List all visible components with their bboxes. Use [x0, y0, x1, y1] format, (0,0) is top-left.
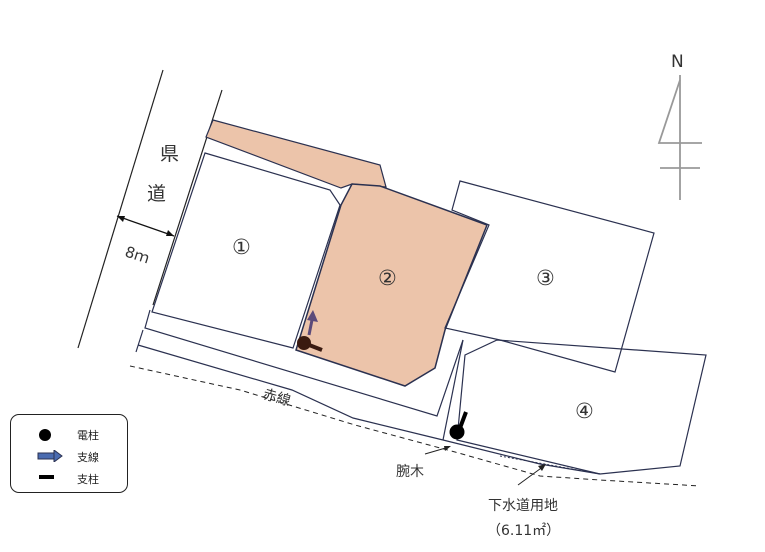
lot-1-parcel — [151, 152, 341, 349]
utility-pole-icon — [39, 429, 51, 441]
lot-3-label: ③ — [536, 266, 555, 290]
road-width-label: 8ｍ — [123, 243, 152, 268]
support-post-icon — [39, 475, 54, 479]
north-label: N — [671, 52, 684, 72]
road-edge-west — [77, 69, 164, 349]
sewer-land-label: 下水道用地 — [488, 498, 558, 514]
legend-label: 電柱 — [77, 429, 99, 442]
road-label-1: 県 — [160, 143, 179, 165]
red-line-label: 赤線 — [261, 386, 292, 409]
utility-pole-lot-2 — [297, 310, 323, 352]
dimension-arrow-left — [117, 216, 125, 222]
sewer-area-label: （6.11㎡） — [487, 523, 560, 539]
strip-boundary-2 — [137, 344, 444, 441]
strip-boundary-4 — [442, 339, 464, 441]
strip-boundary-3 — [135, 329, 144, 353]
legend-label: 支線 — [77, 451, 99, 464]
sewer-land-leader — [517, 465, 545, 486]
legend-item-support-post: 支柱 — [11, 469, 127, 487]
legend: 電柱 支線 支柱 — [10, 414, 128, 493]
sewer-land-dotted — [499, 455, 601, 475]
legend-item-guy-wire: 支線 — [11, 447, 127, 465]
guy-wire-arrow-icon — [37, 450, 63, 462]
crossarm-label: 腕木 — [396, 464, 424, 480]
legend-item-pole: 電柱 — [11, 425, 127, 443]
sewer-land-leader-arrow — [538, 464, 546, 471]
lot-2-label: ② — [378, 266, 397, 290]
road-width-dimension — [116, 215, 175, 237]
utility-pole-lot-4 — [449, 411, 468, 440]
dimension-arrow-right — [166, 230, 174, 236]
strip-boundary-1 — [144, 309, 464, 417]
lot-3-parcel — [444, 180, 655, 373]
north-arrow-icon — [657, 75, 702, 200]
road-label-2: 道 — [147, 183, 166, 205]
lot-2-parcel — [295, 183, 488, 387]
red-line-dashed — [129, 365, 701, 487]
lot-4-label: ④ — [575, 399, 594, 423]
crossarm-leader-arrow — [444, 446, 451, 451]
lot-2-access-strip — [205, 119, 387, 189]
lot-1-label: ① — [232, 235, 251, 259]
legend-label: 支柱 — [77, 473, 99, 486]
